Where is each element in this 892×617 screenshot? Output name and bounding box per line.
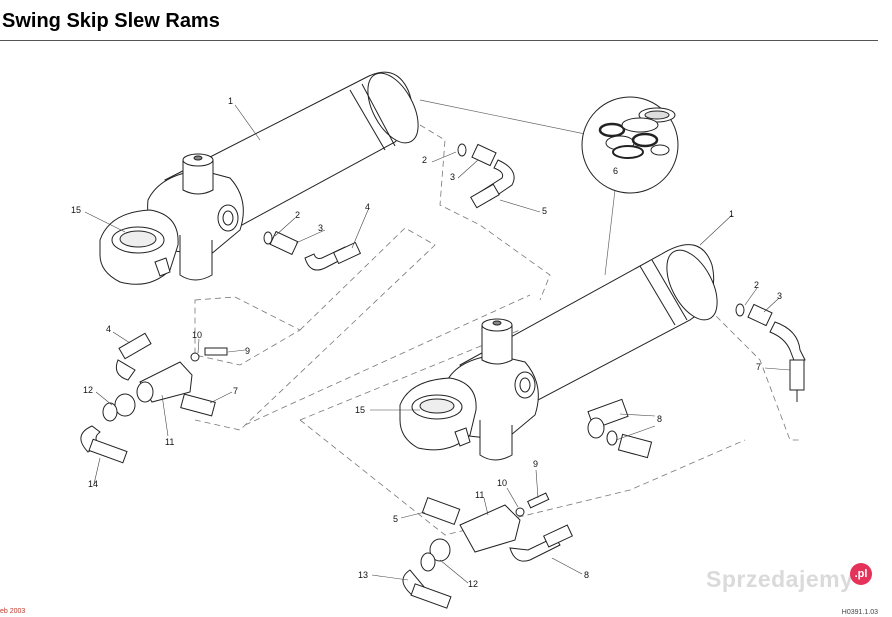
callout-4-top-left: 4	[365, 202, 370, 212]
callout-11-mid-left: 11	[165, 437, 174, 447]
detail-leaders	[419, 99, 616, 276]
page-title: Swing Skip Slew Rams	[2, 10, 220, 32]
callout-9-bottom: 9	[533, 459, 538, 469]
slew-ram-cylinder-top	[99, 71, 419, 285]
callout-2-top-right: 2	[422, 155, 427, 165]
callout-10-mid-left: 10	[192, 330, 202, 340]
callout-11-bottom: 11	[475, 490, 484, 500]
callout-7-right: 7	[756, 362, 761, 372]
callout-1-bottom: 1	[729, 209, 734, 219]
watermark-badge: .pl	[850, 563, 872, 585]
fittings	[80, 143, 806, 609]
seal-kit-detail	[581, 96, 679, 194]
slew-ram-cylinder-bottom	[399, 244, 718, 461]
callout-labels: 1 15 2 3 4 2 3 5 6 4 10 9 12 7 11 14 1 2…	[71, 96, 782, 589]
callout-8-right: 8	[657, 414, 662, 424]
callout-10-bottom: 10	[497, 478, 507, 488]
callout-14: 14	[88, 479, 98, 489]
callout-3-top-right: 3	[450, 172, 455, 182]
callout-leaders	[84, 104, 791, 584]
callout-8-bottom: 8	[584, 570, 589, 580]
callout-3-top-left: 3	[318, 223, 323, 233]
footer-drawing-code: H0391.1.03	[841, 609, 878, 616]
callout-1-top: 1	[228, 96, 233, 106]
footer-date: eb 2003	[0, 608, 26, 615]
callout-5-top-right: 5	[542, 206, 547, 216]
callout-2-top-left: 2	[295, 210, 300, 220]
callout-2-right: 2	[754, 280, 759, 290]
callout-6-seal-kit: 6	[613, 166, 618, 176]
callout-12-bottom: 12	[468, 579, 478, 589]
callout-7-mid-left: 7	[233, 386, 238, 396]
callout-5-bottom: 5	[393, 514, 398, 524]
watermark-text: Sprzedajemy	[706, 566, 854, 592]
callout-9-mid-left: 9	[245, 346, 250, 356]
callout-15-top: 15	[71, 205, 81, 215]
callout-15-bottom: 15	[355, 405, 365, 415]
callout-3-right: 3	[777, 291, 782, 301]
callout-13: 13	[358, 570, 368, 580]
callout-12-mid-left: 12	[83, 385, 93, 395]
callout-4-mid-left: 4	[106, 324, 111, 334]
header-rule	[0, 0, 878, 41]
